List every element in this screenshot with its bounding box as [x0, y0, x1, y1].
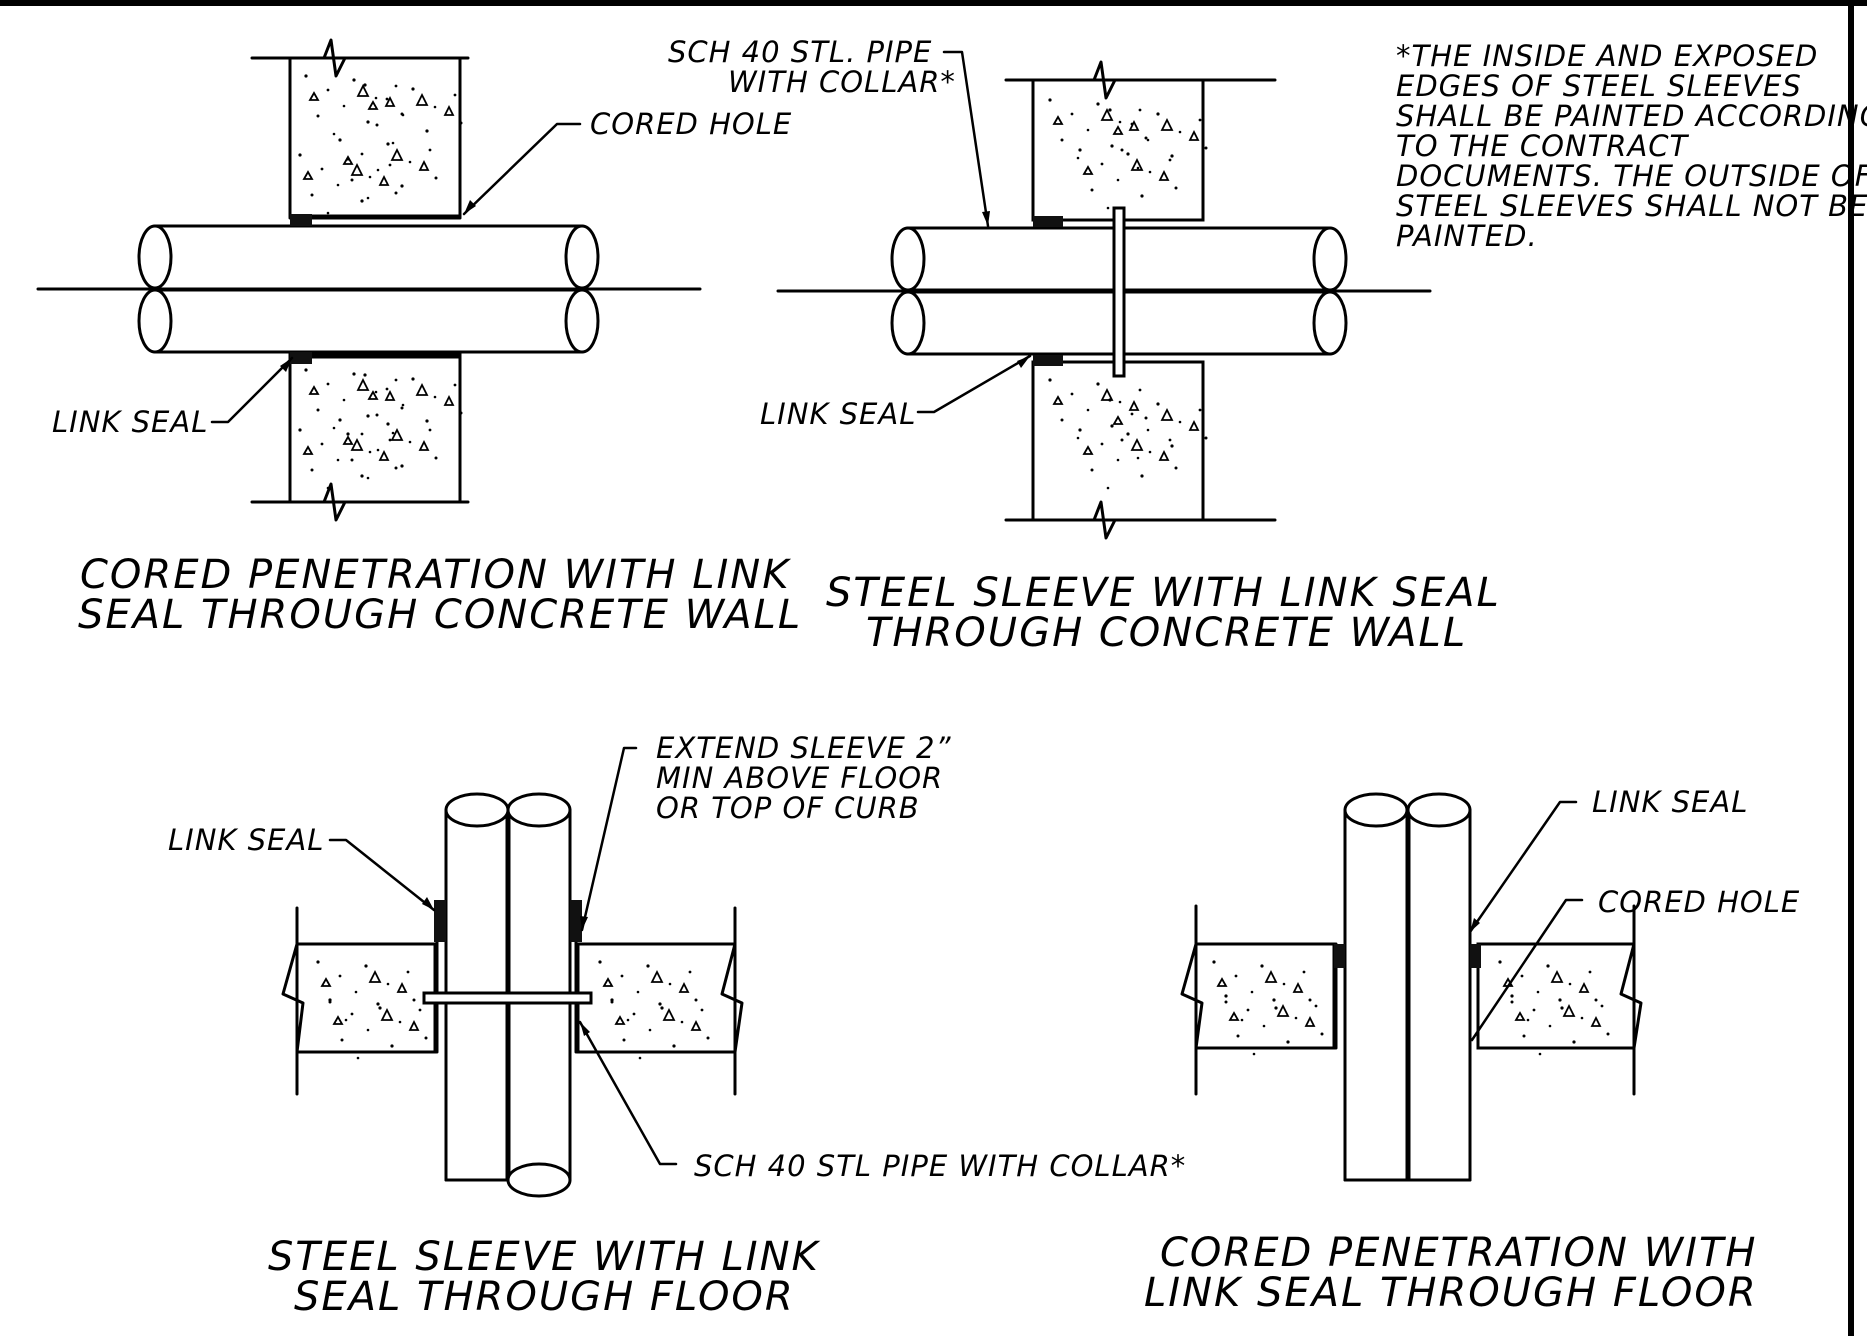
leader-link-seal: [210, 356, 294, 424]
collar: [1112, 206, 1126, 378]
leader-extend: [580, 746, 638, 932]
note-line: DOCUMENTS. THE OUTSIDE OF: [1396, 159, 1867, 193]
title-line-2: LINK SEAL THROUGH FLOOR: [1144, 1270, 1758, 1316]
leader-link-seal: [916, 354, 1032, 414]
label-link-seal: LINK SEAL: [760, 397, 916, 431]
detail-sleeve-wall: SCH 40 STL. PIPE WITH COLLAR* LINK SEAL …: [668, 35, 1501, 656]
note-line: EDGES OF STEEL SLEEVES: [1396, 69, 1802, 103]
title-line-1: STEEL SLEEVE WITH LINK: [268, 1234, 821, 1280]
pipe-cylinder: [36, 216, 702, 359]
label-cored-hole: CORED HOLE: [1598, 885, 1800, 919]
label-link-seal: LINK SEAL: [1592, 785, 1748, 819]
sleeve-pipe: [776, 218, 1432, 364]
label-link-seal: LINK SEAL: [52, 405, 208, 439]
collar: [422, 991, 593, 1005]
title-line-1: CORED PENETRATION WITH: [1160, 1230, 1757, 1276]
note-line: TO THE CONTRACT: [1396, 129, 1690, 163]
concrete-wall-bottom: [1004, 360, 1277, 540]
concrete-wall-top: [1004, 60, 1277, 222]
label-link-seal: LINK SEAL: [168, 823, 324, 857]
detail-cored-wall: CORED HOLE LINK SEAL CORED PENETRATION W…: [36, 38, 802, 638]
detail-cored-floor: LINK SEAL CORED HOLE CORED PENETRATION W…: [1144, 785, 1800, 1316]
detail-sleeve-floor: EXTEND SLEEVE 2” MIN ABOVE FLOOR OR TOP …: [168, 731, 1186, 1320]
link-seal-marks: [290, 214, 312, 364]
slab-left: [281, 906, 437, 1096]
general-note: *THE INSIDE AND EXPOSED EDGES OF STEEL S…: [1396, 39, 1867, 253]
label-cored-hole: CORED HOLE: [590, 107, 792, 141]
link-seal-marks: [1033, 216, 1063, 366]
leader-pipe: [942, 50, 990, 228]
link-seal-marks: [434, 900, 582, 942]
note-line: SHALL BE PAINTED ACCORDING: [1396, 99, 1867, 133]
leader-link-seal: [1468, 800, 1578, 934]
label-extend-line-2: MIN ABOVE FLOOR: [656, 761, 943, 795]
title-line-1: CORED PENETRATION WITH LINK: [80, 552, 791, 598]
label-extend-line-3: OR TOP OF CURB: [656, 791, 920, 825]
sleeve-pipe-vertical: [435, 792, 578, 1198]
note-line: STEEL SLEEVES SHALL NOT BE: [1396, 189, 1867, 223]
link-seal-marks: [1334, 944, 1481, 968]
slab-right: [576, 906, 744, 1096]
slab-right: [1476, 904, 1643, 1096]
concrete-wall-bottom: [250, 352, 470, 522]
label-extend-line-1: EXTEND SLEEVE 2”: [656, 731, 952, 765]
title-line-2: SEAL THROUGH FLOOR: [294, 1274, 795, 1320]
label-pipe: SCH 40 STL PIPE WITH COLLAR*: [694, 1149, 1186, 1183]
title-line-1: STEEL SLEEVE WITH LINK SEAL: [826, 570, 1501, 616]
title-line-2: THROUGH CONCRETE WALL: [866, 610, 1467, 656]
note-line: *THE INSIDE AND EXPOSED: [1396, 39, 1818, 73]
leader-link-seal: [328, 838, 436, 912]
note-line: PAINTED.: [1396, 219, 1538, 253]
slab-left: [1180, 904, 1336, 1096]
title-line-2: SEAL THROUGH CONCRETE WALL: [78, 592, 802, 638]
concrete-wall-top: [250, 38, 470, 218]
label-pipe-line-1: SCH 40 STL. PIPE: [668, 35, 932, 69]
leader-cored-hole: [1470, 898, 1584, 1042]
pipe-vertical: [1334, 792, 1480, 1182]
label-pipe-line-2: WITH COLLAR*: [728, 65, 956, 99]
leader-cored-hole: [462, 122, 582, 216]
leader-pipe: [578, 1020, 678, 1166]
